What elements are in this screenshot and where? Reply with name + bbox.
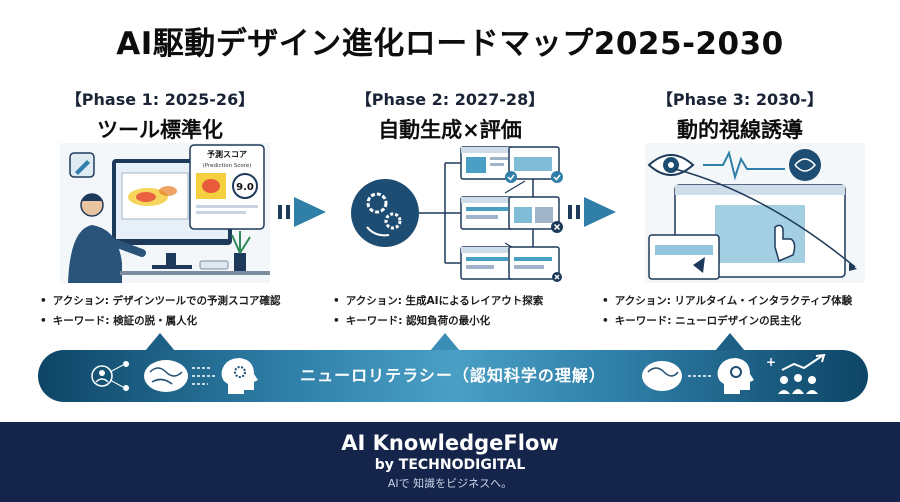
footer-company: by TECHNODIGITAL [374, 457, 526, 473]
page-title: AI駆動デザイン進化ロードマップ2025-2030 [116, 26, 784, 62]
designer-person-icon [68, 193, 146, 283]
brain-gear-icon [351, 179, 419, 247]
phase-1-bullets: アクション: デザインツールでの予測スコア確認 キーワード: 検証の脱・属人化 [40, 293, 281, 333]
band-left-icons [91, 358, 258, 394]
signal-wave [703, 150, 785, 181]
designer-heatmap-illustration: 予測スコア (Prediction Score) 9.0 [60, 143, 270, 283]
footer: AI KnowledgeFlow by TECHNODIGITAL AIで 知識… [0, 422, 900, 502]
brain-icon [642, 361, 682, 391]
layout-card [508, 246, 560, 280]
band-notch [145, 333, 175, 351]
phase-1-action: アクション: デザインツールでの予測スコア確認 [40, 293, 281, 308]
phase-1-name: ツール標準化 [97, 118, 223, 142]
phase-3-name: 動的視線誘導 [677, 118, 803, 142]
svg-text:+: + [766, 355, 776, 369]
phase-2-keyword: キーワード: 認知負荷の最小化 [333, 313, 543, 328]
pencil-icon [69, 152, 95, 178]
score-value: 9.0 [236, 182, 254, 193]
user-network-icon [91, 361, 129, 391]
brain-icon [789, 149, 821, 181]
phase-2-bullets: アクション: 生成AIによるレイアウト探索 キーワード: 認知負荷の最小化 [333, 293, 544, 333]
neuro-literacy-text: ニューロリテラシー（認知科学の理解） [300, 366, 606, 385]
eye-icon [647, 154, 695, 176]
phase-3-header: 【Phase 3: 2030-】 動的視線誘導 [610, 86, 870, 144]
check-icon [505, 171, 517, 183]
phase-3-label: 【Phase 3: 2030-】 [656, 90, 824, 109]
band-right-icons: + [642, 353, 826, 394]
phase-3-bullets: アクション: リアルタイム・インタラクティブ体験 キーワード: ニューロデザイン… [602, 293, 852, 333]
phase-2-name: 自動生成×評価 [378, 118, 522, 142]
layout-card [508, 196, 560, 230]
gaze-guidance-illustration [645, 143, 865, 283]
phase-1-label: 【Phase 1: 2025-26】 [65, 90, 255, 109]
phase-3-action: アクション: リアルタイム・インタラクティブ体験 [602, 293, 852, 308]
phase-3-keyword: キーワード: ニューロデザインの民主化 [602, 313, 852, 328]
layout-card [460, 196, 514, 230]
score-card-title: 予測スコア [207, 149, 247, 159]
head-ai-icon [717, 358, 754, 394]
footer-tagline: AIで 知識をビジネスへ。 [387, 477, 513, 490]
phase-1-header: 【Phase 1: 2025-26】 ツール標準化 [30, 86, 290, 144]
phase-arrow-icon [568, 197, 616, 227]
score-card-subtitle: (Prediction Score) [203, 163, 252, 169]
band-notch [715, 333, 745, 351]
footer-brand: AI KnowledgeFlow [341, 431, 559, 455]
band-notch [430, 333, 460, 351]
team-growth-icon [778, 353, 826, 394]
layout-card [508, 146, 560, 180]
phase-2-label: 【Phase 2: 2027-28】 [355, 90, 545, 109]
neuro-literacy-band: ニューロリテラシー（認知科学の理解） + [38, 350, 868, 402]
layout-card [460, 246, 514, 280]
phase-1-keyword: キーワード: 検証の脱・属人化 [40, 313, 281, 328]
layout-card [460, 146, 514, 180]
cursor-icon [693, 257, 705, 273]
phase-2-header: 【Phase 2: 2027-28】 自動生成×評価 [320, 86, 580, 144]
generation-evaluation-illustration [351, 146, 563, 282]
mini-window [648, 234, 720, 280]
phase-2-action: アクション: 生成AIによるレイアウト探索 [333, 293, 544, 308]
brain-icon [144, 360, 188, 392]
phase-arrow-icon [278, 197, 326, 227]
head-gear-icon [221, 358, 258, 394]
check-icon [551, 171, 563, 183]
hand-pointer-icon [774, 224, 796, 263]
